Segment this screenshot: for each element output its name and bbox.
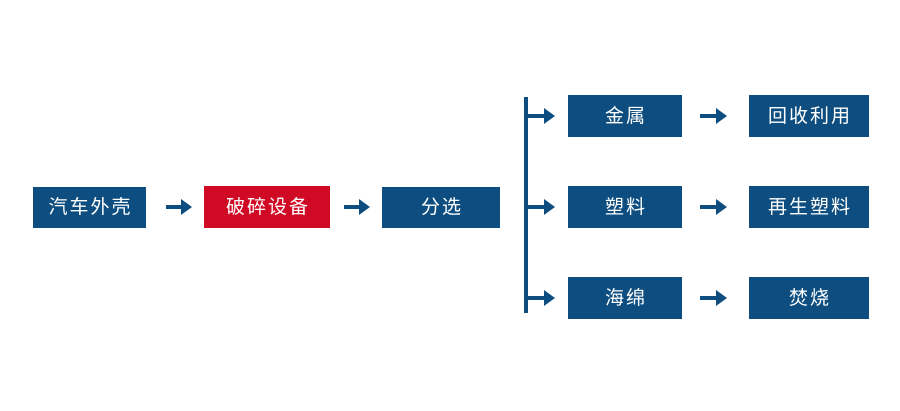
arrow-right-icon-branch-sponge (526, 287, 556, 309)
arrow-shaft (526, 296, 545, 300)
node-car-shell-label: 汽车外壳 (48, 197, 133, 218)
arrow-shaft (344, 205, 360, 209)
node-crusher-label: 破碎设备 (225, 196, 310, 218)
arrow-shaft (166, 205, 182, 209)
node-metal-material[interactable]: 金属 (568, 95, 682, 137)
node-plastic-material[interactable]: 塑料 (568, 186, 682, 228)
node-sponge-outcome[interactable]: 焚烧 (749, 277, 869, 319)
arrow-head (181, 199, 192, 215)
arrow-shaft (700, 296, 717, 300)
node-sorting-label: 分选 (420, 197, 463, 218)
node-metal-material-label: 金属 (604, 105, 647, 127)
arrow-head (716, 108, 727, 124)
arrow-head (359, 199, 370, 215)
arrow-right-icon-branch-metal (526, 105, 556, 127)
arrow-right-icon-plastic-to-outcome (700, 196, 728, 218)
node-sponge-material-label: 海绵 (604, 287, 647, 309)
arrow-shaft (700, 205, 717, 209)
arrow-right-icon-metal-to-outcome (700, 105, 728, 127)
node-plastic-outcome[interactable]: 再生塑料 (749, 186, 869, 228)
arrow-right-icon-sponge-to-outcome (700, 287, 728, 309)
arrow-head (716, 199, 727, 215)
node-sponge-material[interactable]: 海绵 (568, 277, 682, 319)
node-sorting[interactable]: 分选 (382, 187, 500, 228)
arrow-right-icon-car-shell-to-crusher (166, 196, 192, 218)
node-metal-outcome-label: 回收利用 (767, 105, 852, 127)
node-sponge-outcome-label: 焚烧 (788, 287, 831, 309)
node-car-shell[interactable]: 汽车外壳 (33, 187, 146, 228)
arrow-shaft (526, 205, 545, 209)
arrow-head (544, 290, 555, 306)
node-plastic-outcome-label: 再生塑料 (767, 196, 852, 218)
arrow-head (716, 290, 727, 306)
arrow-head (544, 199, 555, 215)
arrow-right-icon-crusher-to-sorting (344, 196, 370, 218)
arrow-right-icon-branch-plastic (526, 196, 556, 218)
node-plastic-material-label: 塑料 (604, 196, 647, 218)
arrow-shaft (526, 114, 545, 118)
arrow-shaft (700, 114, 717, 118)
arrow-head (544, 108, 555, 124)
node-metal-outcome[interactable]: 回收利用 (749, 95, 869, 137)
node-crusher[interactable]: 破碎设备 (204, 186, 330, 228)
